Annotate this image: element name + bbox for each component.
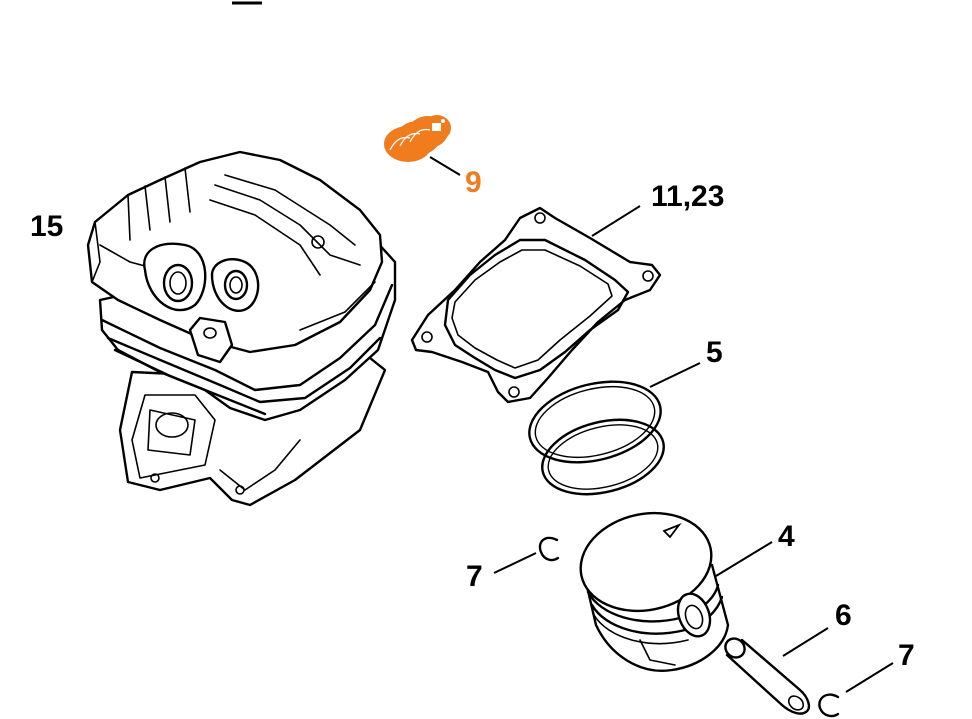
callout-15: 15 <box>30 210 63 243</box>
leader-line-4 <box>715 541 773 577</box>
piston-part[interactable] <box>571 501 730 672</box>
piston-pin-part[interactable] <box>722 635 811 715</box>
leader-line-5 <box>649 362 701 388</box>
leader-line-11-23 <box>591 205 641 237</box>
callout-9: 9 <box>465 166 482 199</box>
leader-line-9 <box>429 156 461 176</box>
leader-line-7-left <box>493 552 537 574</box>
circlip-left-part[interactable] <box>538 536 560 562</box>
piston-rings-part[interactable] <box>521 369 672 510</box>
leader-line-7-right <box>845 662 894 693</box>
circlip-right-part[interactable] <box>818 693 840 718</box>
callout-5: 5 <box>706 336 723 369</box>
leader-line-6 <box>782 627 829 657</box>
callout-7-left: 7 <box>466 560 483 593</box>
gasket-part[interactable] <box>410 206 662 404</box>
callout-11-23: 11,23 <box>651 180 724 213</box>
callout-6: 6 <box>835 599 852 632</box>
callout-7-right: 7 <box>898 639 915 672</box>
cylinder-part[interactable] <box>86 150 397 507</box>
callout-4: 4 <box>778 520 795 553</box>
valve-part[interactable] <box>384 115 451 162</box>
